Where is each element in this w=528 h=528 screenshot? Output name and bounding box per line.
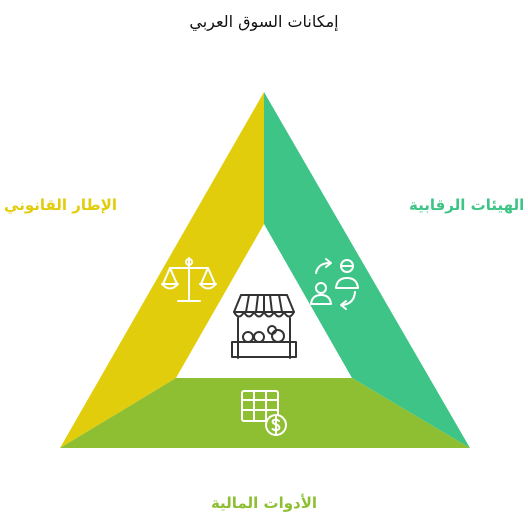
label-legal-framework: الإطار القانوني [4, 196, 117, 214]
label-regulatory-bodies: الهيئات الرقابية [409, 196, 525, 214]
label-financial-instruments: الأدوات المالية [210, 494, 318, 512]
segment-legal [60, 92, 264, 448]
market-stall-icon [231, 294, 297, 359]
scales-icon [161, 257, 217, 302]
diagram-title: إمكانات السوق العربي [189, 12, 339, 31]
segment-regulatory [264, 92, 470, 448]
people-exchange-icon [310, 258, 359, 310]
spreadsheet-dollar-icon [241, 390, 287, 436]
